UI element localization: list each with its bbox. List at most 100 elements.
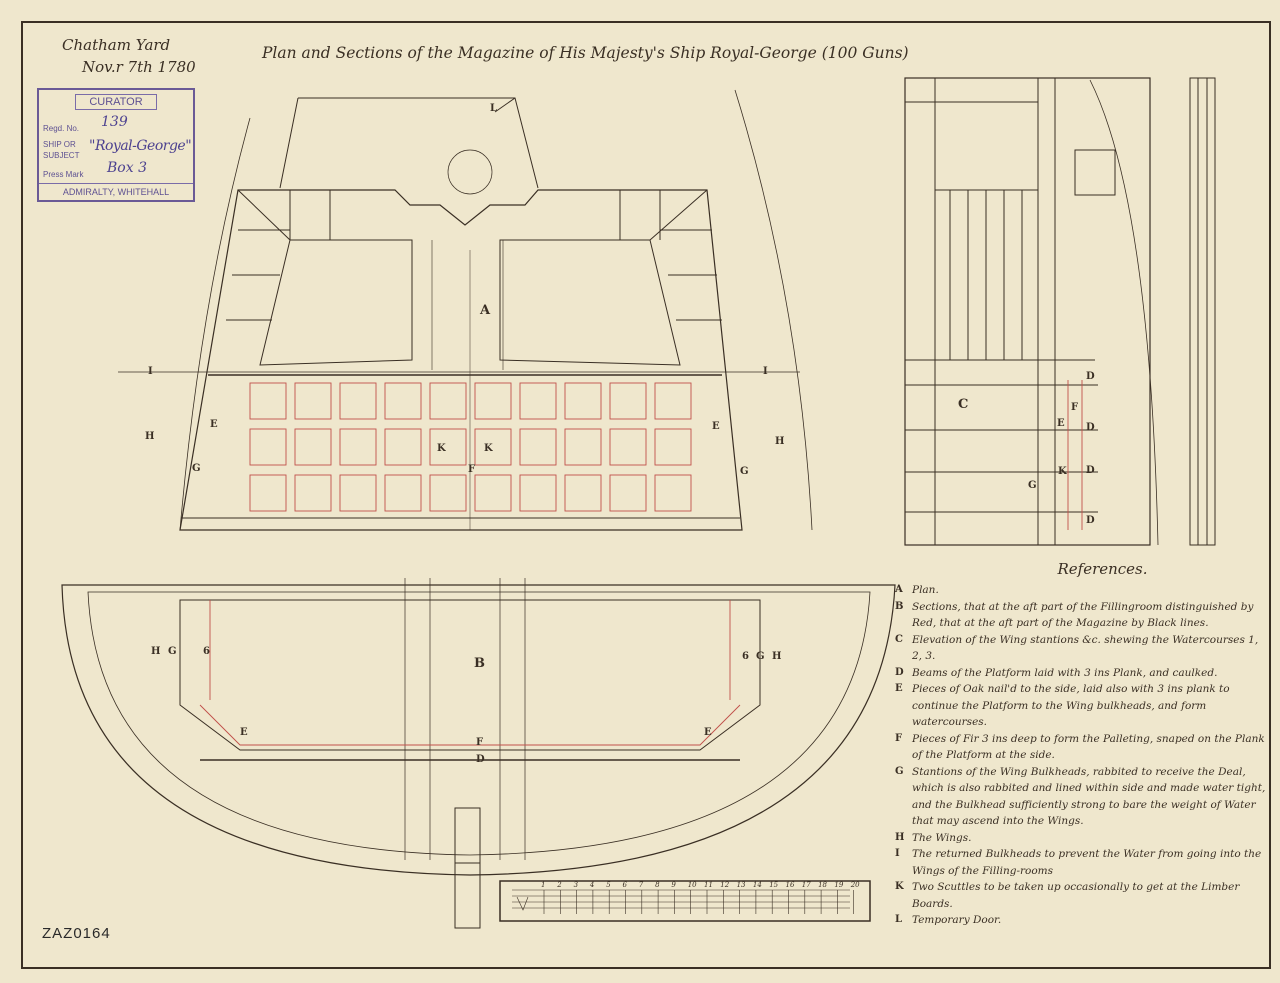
label-G-right: G xyxy=(740,466,749,477)
curator-stamp: CURATOR Regd. No. 139 SHIP OR SUBJECT "R… xyxy=(37,88,195,202)
sheet-border xyxy=(21,21,1271,969)
scale-bar xyxy=(499,880,871,922)
platform-grid-cell xyxy=(564,382,602,420)
scale-tick-label: 3 xyxy=(573,881,579,889)
label-section-6-left: 6 xyxy=(203,646,210,657)
label-section-E-right: E xyxy=(704,727,712,738)
yard-date-note: Chatham Yard Nov.r 7th 1780 xyxy=(62,34,196,78)
platform-grid-cell xyxy=(474,382,512,420)
catalogue-reference: ZAZ0164 xyxy=(42,925,111,942)
platform-grid-cell xyxy=(384,428,422,466)
stamp-footer: ADMIRALTY, WHITEHALL xyxy=(39,183,193,198)
reference-key: L xyxy=(895,914,903,925)
reference-text: Two Scuttles to be taken up occasionally… xyxy=(912,881,1240,910)
reference-text: The Wings. xyxy=(912,831,972,844)
label-E-right: E xyxy=(712,421,720,432)
label-elevation-D3: D xyxy=(1086,465,1095,476)
reference-item: A Plan. xyxy=(895,582,1270,599)
label-plan-A: A xyxy=(480,303,491,318)
label-section-G-left: G xyxy=(168,646,177,657)
scale-tick-label: 18 xyxy=(818,881,828,889)
reference-key: D xyxy=(895,666,904,678)
reference-text: The returned Bulkheads to prevent the Wa… xyxy=(912,848,1262,877)
scale-tick-label: 16 xyxy=(785,881,795,889)
section-red-outline xyxy=(199,704,741,746)
scale-tick-label: 17 xyxy=(801,881,811,889)
scale-tick-label: 7 xyxy=(638,881,644,889)
platform-grid-cell xyxy=(564,474,602,512)
platform-grid-cell xyxy=(519,382,557,420)
scale-tick-label: 11 xyxy=(704,881,713,889)
label-elevation-D1: D xyxy=(1086,371,1095,382)
label-E-left: E xyxy=(210,419,218,430)
reference-text: Stantions of the Wing Bulkheads, rabbite… xyxy=(912,765,1266,828)
platform-grid-cell xyxy=(519,474,557,512)
platform-grid-cell xyxy=(429,382,467,420)
press-value: Box 3 xyxy=(107,160,147,176)
plan-inner-rooms xyxy=(259,239,681,366)
section-magazine xyxy=(179,599,761,751)
scale-tick-label: 4 xyxy=(589,881,595,889)
scale-tick-label: 2 xyxy=(557,881,562,889)
regd-value: 139 xyxy=(101,114,128,130)
platform-grid-cell xyxy=(294,382,332,420)
scale-tick-label: 6 xyxy=(622,881,627,889)
platform-grid-cell xyxy=(429,428,467,466)
reference-text: Pieces of Fir 3 ins deep to form the Pal… xyxy=(912,732,1265,762)
press-label: Press Mark xyxy=(43,170,84,179)
platform-grid-cell xyxy=(339,428,377,466)
plan-outline xyxy=(179,189,743,531)
label-I-left: I xyxy=(148,366,153,377)
reference-key: A xyxy=(895,584,903,595)
platform-grid-cell xyxy=(654,428,692,466)
door-L xyxy=(494,97,516,113)
label-K-left: K xyxy=(437,443,446,454)
scale-tick-label: 14 xyxy=(752,881,762,889)
scale-tick-label: 20 xyxy=(850,881,860,889)
regd-label: Regd. No. xyxy=(43,124,80,133)
reference-text: Plan. xyxy=(912,584,939,596)
reference-text: Sections, that at the aft part of the Fi… xyxy=(912,600,1254,630)
platform-grid-cell xyxy=(474,428,512,466)
platform-grid-cell xyxy=(429,474,467,512)
label-elevation-F: F xyxy=(1071,402,1079,413)
hull-curve-right xyxy=(734,89,813,531)
platform-grid-cell xyxy=(384,474,422,512)
platform-grid-cell xyxy=(294,428,332,466)
reference-key: C xyxy=(895,633,903,645)
label-H-right: H xyxy=(775,436,785,447)
top-room xyxy=(279,97,539,189)
elevation-hull-curve xyxy=(1089,79,1159,546)
label-elevation-K: K xyxy=(1058,466,1067,477)
label-section-E-left: E xyxy=(240,727,248,738)
reference-key: H xyxy=(895,831,905,843)
label-section-D: D xyxy=(476,754,485,765)
reference-text: Pieces of Oak nail'd to the side, laid a… xyxy=(912,683,1230,728)
scale-tick-label: 10 xyxy=(687,881,697,889)
platform-grid-cell xyxy=(654,382,692,420)
ship-label-1: SHIP OR xyxy=(43,140,76,149)
stamp-heading: CURATOR xyxy=(75,94,157,110)
label-G-left: G xyxy=(192,463,201,474)
label-I-right: I xyxy=(763,366,768,377)
label-elevation-C: C xyxy=(958,397,969,412)
hull-curve-left xyxy=(179,117,251,531)
label-section-H-left: H xyxy=(151,646,161,657)
label-section-G-right: G xyxy=(756,651,765,662)
ship-label-2: SUBJECT xyxy=(43,151,80,160)
label-elevation-D2: D xyxy=(1086,422,1095,433)
scale-tick-label: 19 xyxy=(834,881,844,889)
platform-grid-cell xyxy=(609,474,647,512)
scale-tick-label: 12 xyxy=(720,881,730,889)
platform-grid-cell xyxy=(564,428,602,466)
label-elevation-E: E xyxy=(1057,418,1065,429)
section-hull xyxy=(61,584,896,876)
